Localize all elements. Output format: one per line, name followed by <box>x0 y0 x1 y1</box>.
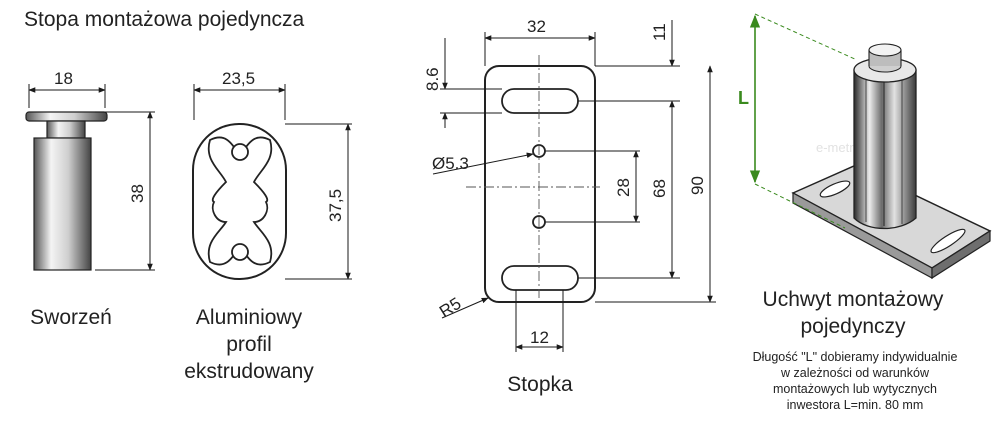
foot-dim-slot-width: 12 <box>530 328 549 347</box>
holder-caption-line1: Uchwyt montażowy <box>762 288 944 311</box>
page-title: Stopa montażowa pojedyncza <box>24 8 304 31</box>
pin-caption: Sworzeń <box>8 304 134 331</box>
holder-note-line4: inwestora L=min. 80 mm <box>786 398 924 412</box>
pin-dim-width: 18 <box>54 69 73 88</box>
profile-caption-line3: ekstrudowany <box>184 360 314 383</box>
foot-dim-slot: 8.6 <box>423 67 442 91</box>
holder-note-line1: Długość "L" dobieramy indywidualnie <box>752 350 958 364</box>
holder-caption-line2: pojedynczy <box>800 315 906 338</box>
holder-note-line2: w zależności od warunków <box>781 366 929 380</box>
foot-dim-slot-spacing: 68 <box>650 179 669 198</box>
profile-caption-line1: Aluminiowy <box>195 306 303 329</box>
profile-caption: Aluminiowy profil ekstrudowany <box>164 304 334 385</box>
pin-drawing <box>25 84 155 271</box>
foot-dim-hole: Ø5.3 <box>432 154 469 173</box>
holder-caption: Uchwyt montażowy pojedynczy <box>728 286 978 340</box>
foot-caption: Stopka <box>480 371 600 398</box>
profile-dim-height: 37,5 <box>326 189 345 222</box>
foot-dim-radius: R5 <box>436 294 465 322</box>
foot-drawing <box>432 20 716 352</box>
holder-drawing: e-metrica.pl <box>749 13 992 280</box>
foot-dim-width: 32 <box>527 17 546 36</box>
foot-dim-hole-spacing: 28 <box>614 178 633 197</box>
holder-note: Długość "L" dobieramy indywidualnie w za… <box>720 349 990 413</box>
foot-dim-top: 11 <box>650 23 669 41</box>
foot-caption-text: Stopka <box>507 373 573 396</box>
foot-dim-total: 90 <box>688 176 707 195</box>
pin-caption-text: Sworzeń <box>30 306 112 329</box>
pin-dim-height: 38 <box>128 184 147 203</box>
profile-caption-line2: profil <box>226 333 272 356</box>
profile-dim-width: 23,5 <box>222 69 255 88</box>
holder-dim-length: L <box>738 88 749 108</box>
profile-drawing <box>192 84 352 280</box>
holder-note-line3: montażowych lub wytycznych <box>773 382 937 396</box>
